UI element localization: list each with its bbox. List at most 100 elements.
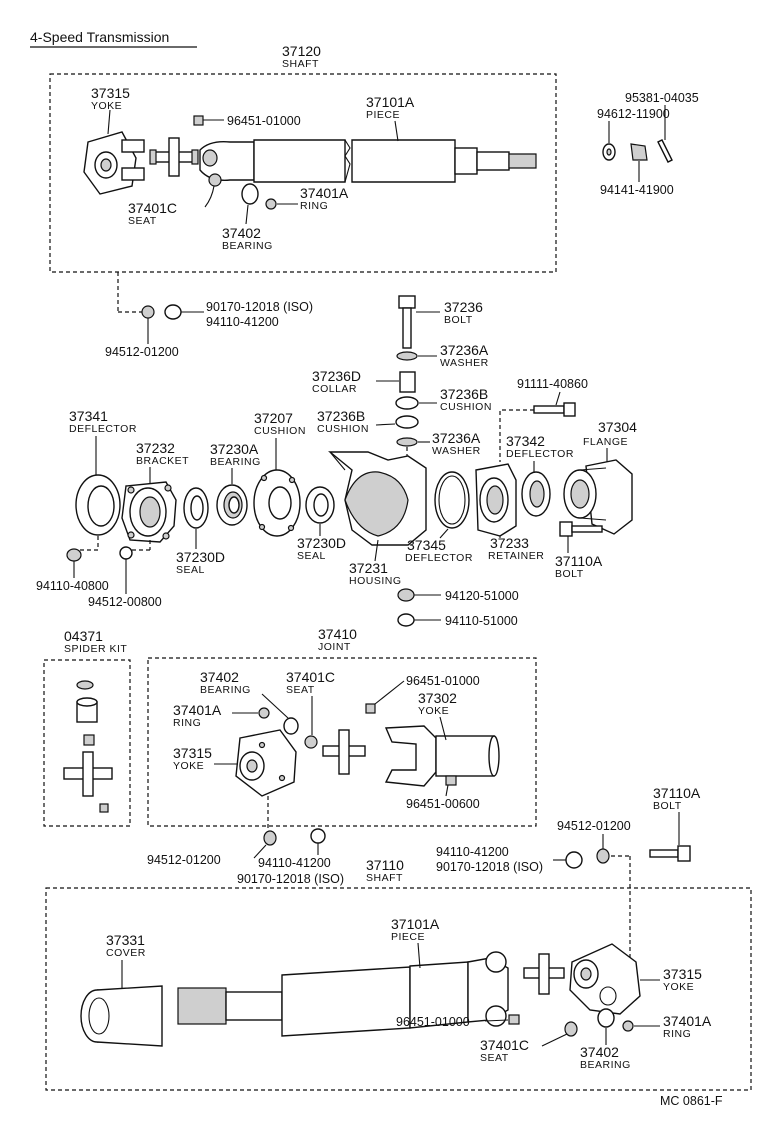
deflector-left-part [75,474,121,536]
label-yoke-tl-num: 37315 [91,85,130,101]
label-ring-j-name: RING [173,717,201,729]
bearing-j-part [283,717,299,735]
cushion-r-part [395,396,419,410]
seat-j-part [304,735,318,749]
label-washer-top-name: WASHER [440,357,489,369]
cushion-big-part [253,469,301,537]
label-nut-a: 95381-04035 [625,91,699,105]
label-fit-top: 96451-01000 [227,114,301,128]
label-bearing-j-name: BEARING [200,684,251,696]
label-washer-low-name: WASHER [432,445,481,457]
label-bolt-num: 37236 [444,299,483,315]
yoke-j-part [235,729,297,797]
label-nut-iso-a: 90170-12018 (ISO) [206,300,313,314]
label-housing-name: HOUSING [349,575,402,587]
retainer-part [475,463,517,537]
label-deflector-l-num: 37341 [69,408,108,424]
cushion-l-part [395,415,419,429]
deflector-right-part [521,471,551,517]
bolt-low-part [649,845,691,862]
ring-low-part [622,1020,634,1032]
label-bracket-name: BRACKET [136,455,189,467]
label-retainer-name: RETAINER [488,550,544,562]
label-yoke-j2-name: YOKE [418,705,449,717]
label-piece-low-name: PIECE [391,931,425,943]
label-bolt-name: BOLT [444,314,473,326]
diagram-title: 4-Speed Transmission [30,29,169,45]
shaft-top-group-box [49,73,557,273]
washer-low-part [396,437,418,447]
bearing-top [241,183,259,205]
ring-top [265,198,277,210]
deflector-center-part [434,471,470,529]
label-fit-low: 96451-01000 [396,1015,470,1029]
label-shaft-low-num: 37110 [366,857,404,873]
bolt-mid-part [559,521,603,537]
collar-part [399,371,416,393]
label-nut-b: 94141-41900 [600,183,674,197]
flange-part [563,459,633,535]
washer-d-part [263,830,277,846]
label-collar-name: COLLAR [312,383,357,395]
label-cushion-r-num: 37236B [440,386,488,402]
label-washer-d: 94512-01200 [147,853,221,867]
label-seat-tl-name: SEAT [128,215,157,227]
label-spider-name: SPIDER KIT [64,643,127,655]
label-housing-num: 37231 [349,560,388,576]
washer-c-part [119,546,133,560]
label-bolt-mid-name: BOLT [555,568,584,580]
nut-h-part [565,851,583,869]
nut-e-part [397,588,415,602]
grease-fitting-top [193,115,224,126]
label-nut-d: 94110-40800 [36,579,109,593]
bracket-part [121,481,177,543]
label-bearing-low-num: 37402 [580,1044,619,1060]
label-seat-j-num: 37401C [286,669,335,685]
label-seat-low-name: SEAT [480,1052,509,1064]
fit-j2-part [445,775,457,786]
label-ring-top-num: 37401A [300,185,349,201]
label-seat-j-name: SEAT [286,684,315,696]
label-deflector-l-name: DEFLECTOR [69,423,137,435]
label-nut-iso-c: 90170-12018 (ISO) [436,860,543,874]
label-nut-f: 94110-51000 [445,614,518,628]
label-fit-j: 96451-01000 [406,674,480,688]
label-nut-iso-b: 90170-12018 (ISO) [237,872,344,886]
label-cushion-l-num: 37236B [317,408,365,424]
shaft-tube-low [177,951,509,1037]
label-shaft-top-num: 37120 [282,43,321,59]
nut-d-part [66,548,82,562]
seal-left-part [183,487,209,529]
bearing-mid-part [216,484,248,526]
bearing-low-part [597,1008,615,1028]
label-yoke-j-name: YOKE [173,760,204,772]
label-washer-c: 94512-00800 [88,595,162,609]
label-bolt-low-name: BOLT [653,800,682,812]
label-bearing-j-num: 37402 [200,669,239,685]
label-ring-j-num: 37401A [173,702,222,718]
label-washer-low-num: 37236A [432,430,481,446]
label-cushion-big-name: CUSHION [254,425,306,437]
label-nut-g: 94110-41200 [258,856,331,870]
label-flange-name: FLANGE [583,436,628,448]
washer-top-part [396,351,418,361]
label-nut-e: 94120-51000 [445,589,519,603]
spider-top [149,137,199,177]
label-deflector-r-num: 37342 [506,433,545,449]
label-cushion-r-name: CUSHION [440,401,492,413]
label-deflector-c-num: 37345 [407,537,446,553]
label-yoke-j-num: 37315 [173,745,212,761]
spider-low-part [523,953,565,995]
label-piece-low-num: 37101A [391,916,440,932]
label-bearing-top-name: BEARING [222,240,273,252]
label-seal-l-num: 37230D [176,549,225,565]
shaft-low-group-box [45,887,752,1091]
nut-g-part [310,828,326,844]
fit-j-part [365,703,376,714]
spider-kit-parts [63,680,113,813]
label-washer-a: 94612-11900 [597,107,670,121]
yoke-j2-part [384,725,500,787]
label-seat-low-num: 37401C [480,1037,529,1053]
nut-c-part [164,304,182,320]
